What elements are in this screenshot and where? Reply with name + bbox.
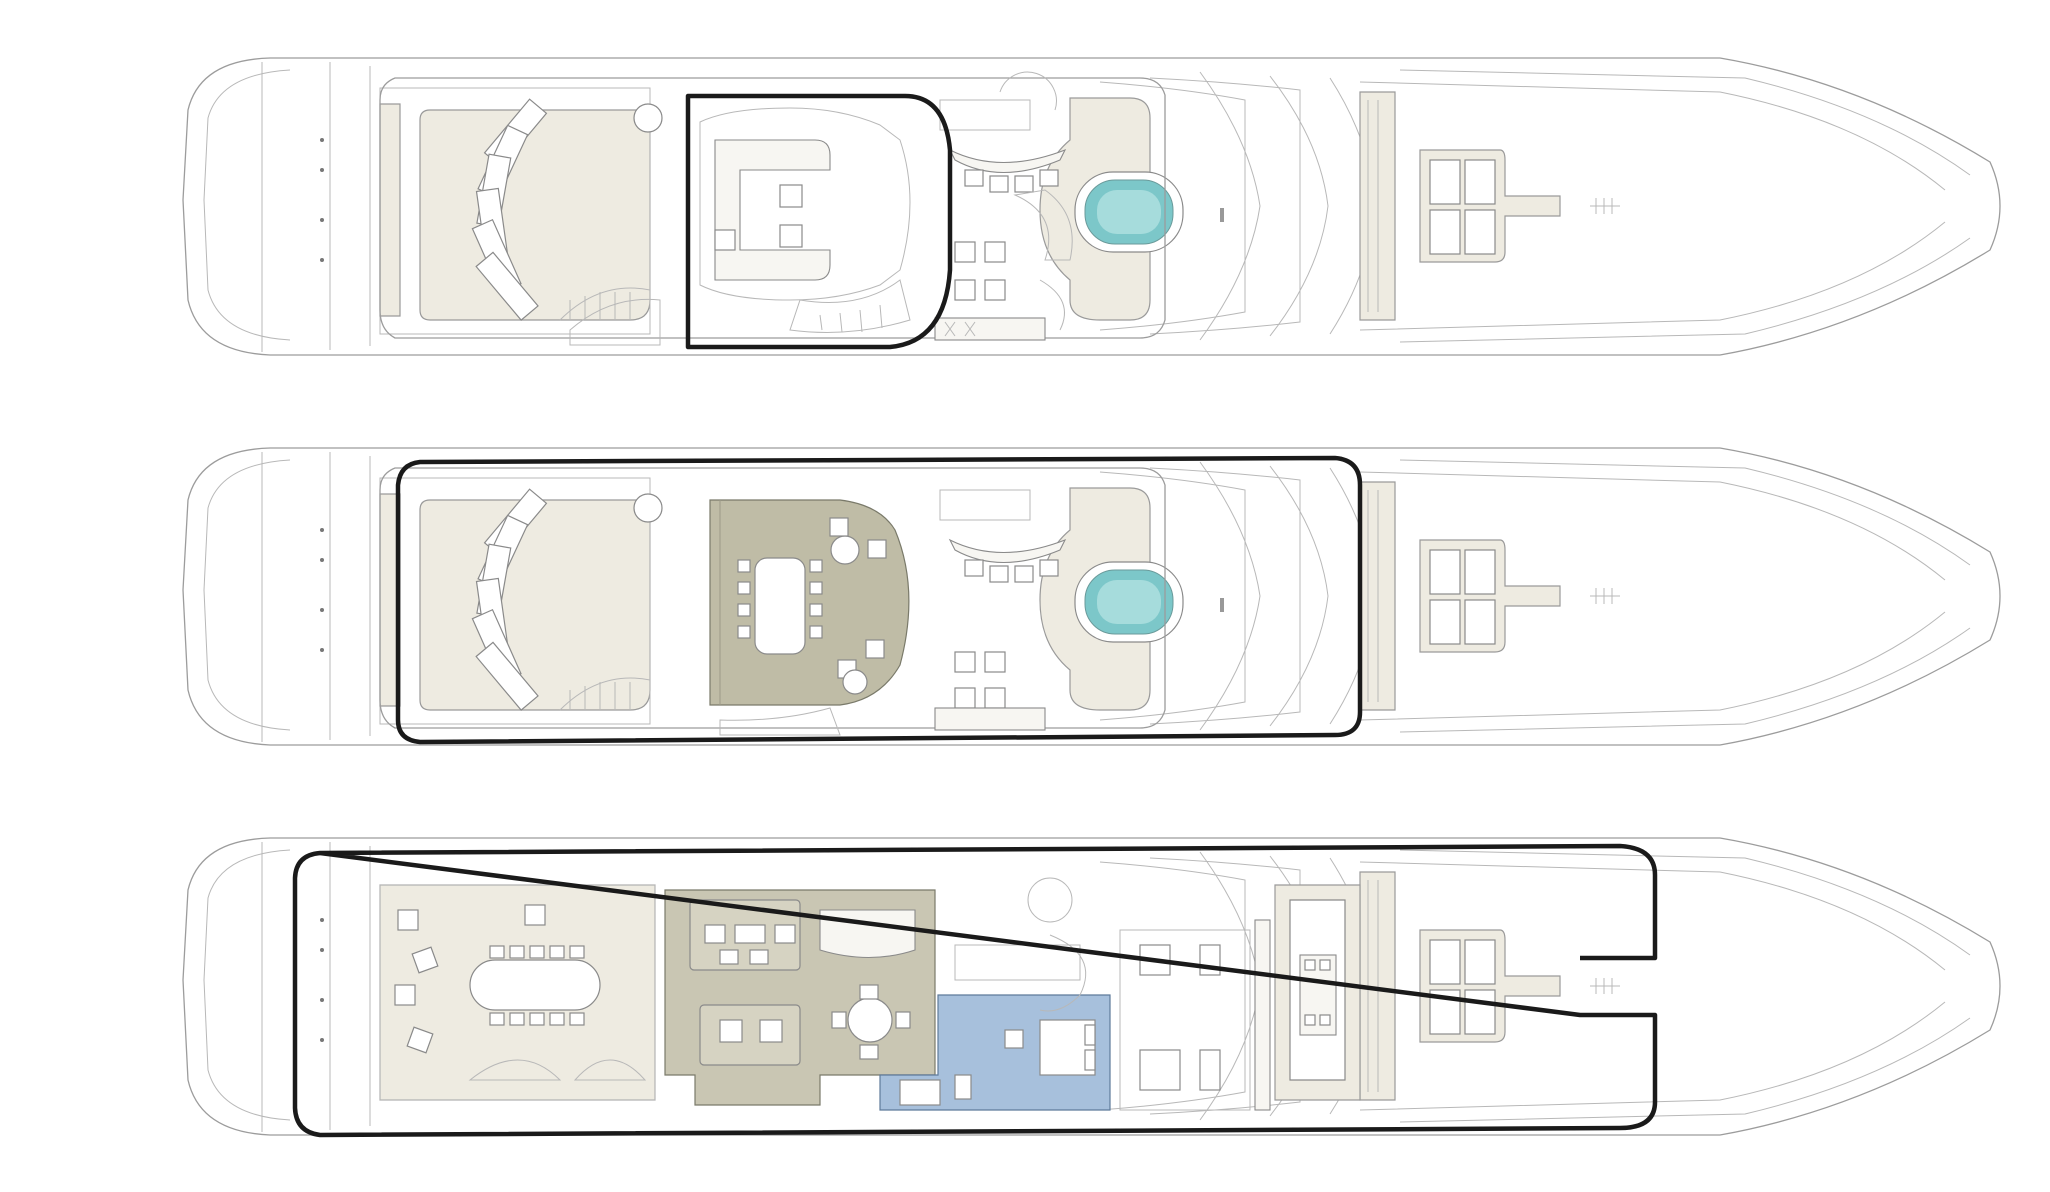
sky-lounge	[709, 499, 910, 736]
upper-deck-highlight	[395, 455, 1363, 745]
sun-deck-bridge-seating	[699, 107, 911, 333]
main-salon	[664, 889, 936, 1106]
sun-deck-plan	[182, 57, 2001, 356]
aft-dining-deck	[379, 884, 656, 1101]
owner-suite	[879, 994, 1111, 1111]
upper-deck-plan	[182, 447, 2001, 746]
main-deck-highlight	[292, 843, 1658, 1138]
wheelhouse	[1274, 884, 1361, 1101]
sun-deck-bar	[934, 71, 1073, 341]
sun-deck-bridge-highlight	[685, 93, 953, 350]
main-deck-plan	[182, 837, 2001, 1138]
upper-deck-bar	[934, 489, 1067, 731]
